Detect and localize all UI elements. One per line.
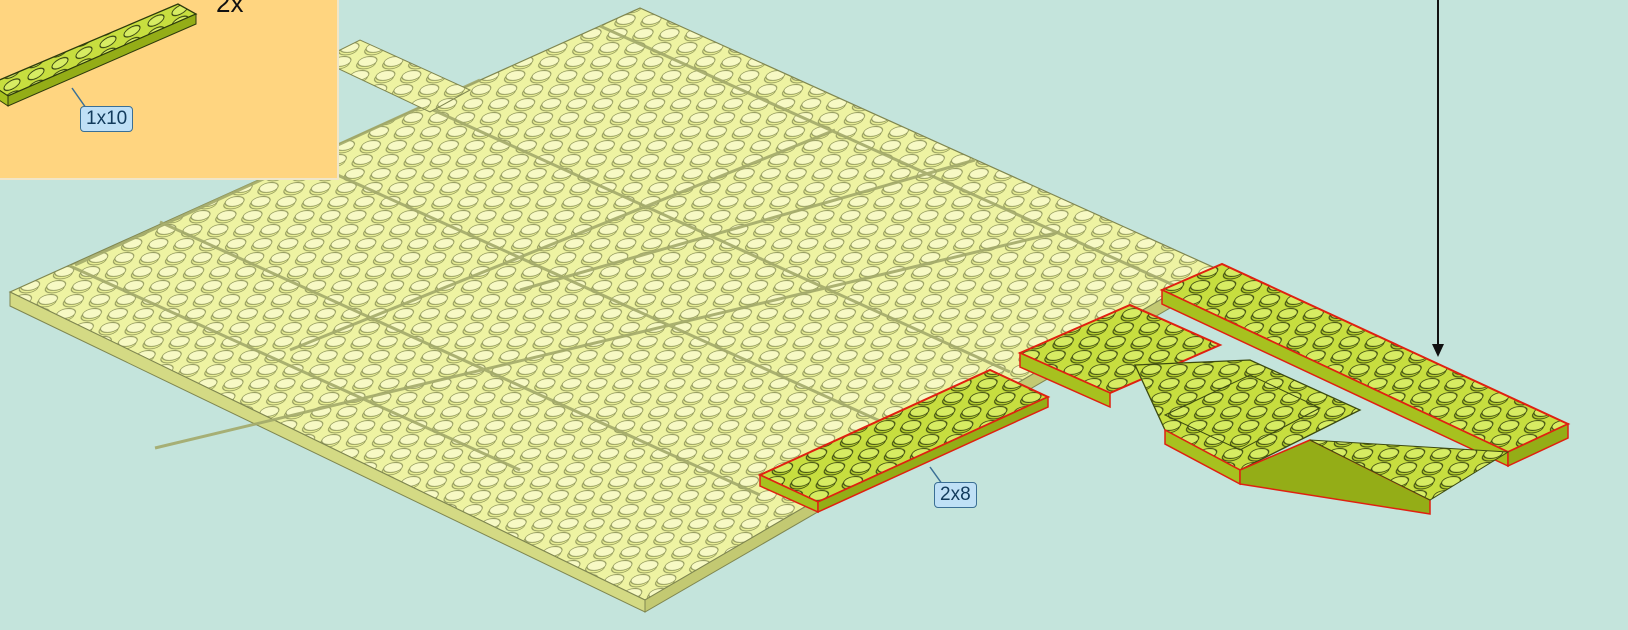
parts-callout: 2x 1x10: [0, 0, 339, 180]
part-label-2x8: 2x8: [934, 482, 977, 508]
part-1x10-illustration: [0, 0, 337, 178]
part-label-1x10: 1x10: [80, 106, 133, 132]
down-arrow-icon: [1432, 0, 1444, 357]
